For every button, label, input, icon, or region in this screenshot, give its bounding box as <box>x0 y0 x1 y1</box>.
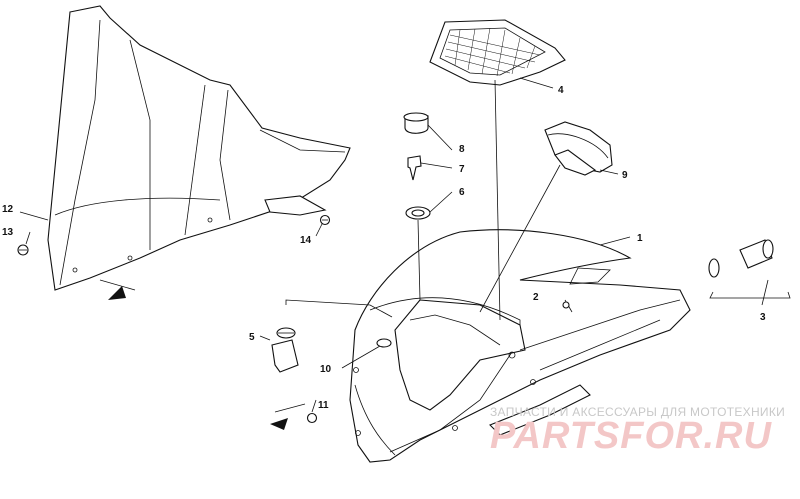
cap-8 <box>403 112 429 134</box>
bulb-5 <box>271 327 299 373</box>
callout-2: 2 <box>533 292 539 303</box>
socket-3 <box>708 239 774 278</box>
callout-14: 14 <box>300 235 312 246</box>
gauge-cover-9 <box>544 121 613 176</box>
screw-2 <box>562 299 573 313</box>
callout-3: 3 <box>760 312 766 323</box>
callout-4: 4 <box>558 85 564 96</box>
callout-9: 9 <box>622 170 628 181</box>
direction-arrow-icon <box>99 279 136 300</box>
callout-10: 10 <box>320 364 332 375</box>
watermark-brand: PARTSFOR.RU <box>490 415 772 457</box>
callout-6: 6 <box>459 187 465 198</box>
hood <box>349 229 691 463</box>
key-7 <box>407 155 422 181</box>
knob-10 <box>376 338 392 348</box>
ring-6 <box>405 206 431 220</box>
windshield <box>47 5 351 291</box>
bracket-3 <box>709 291 791 299</box>
callout-7: 7 <box>459 164 465 175</box>
direction-arrow-icon-2 <box>270 403 306 430</box>
callout-1: 1 <box>637 233 643 244</box>
watermark: ЗАПЧАСТИ И АКСЕССУАРЫ ДЛЯ МОТОТЕХНИКИ PA… <box>490 405 785 457</box>
screw-14 <box>319 214 331 226</box>
vent-grille <box>429 19 566 86</box>
screw-11 <box>306 412 318 424</box>
watermark-subtitle: ЗАПЧАСТИ И АКСЕССУАРЫ ДЛЯ МОТОТЕХНИКИ <box>490 405 785 419</box>
callout-12: 12 <box>2 204 14 215</box>
screw-13 <box>17 244 29 256</box>
callouts: 1 2 3 4 5 6 7 8 9 10 11 12 13 14 <box>2 85 766 411</box>
callout-5: 5 <box>249 332 255 343</box>
callout-11: 11 <box>318 400 329 411</box>
callout-8: 8 <box>459 144 465 155</box>
leader-lines <box>19 77 769 413</box>
callout-13: 13 <box>2 227 14 238</box>
